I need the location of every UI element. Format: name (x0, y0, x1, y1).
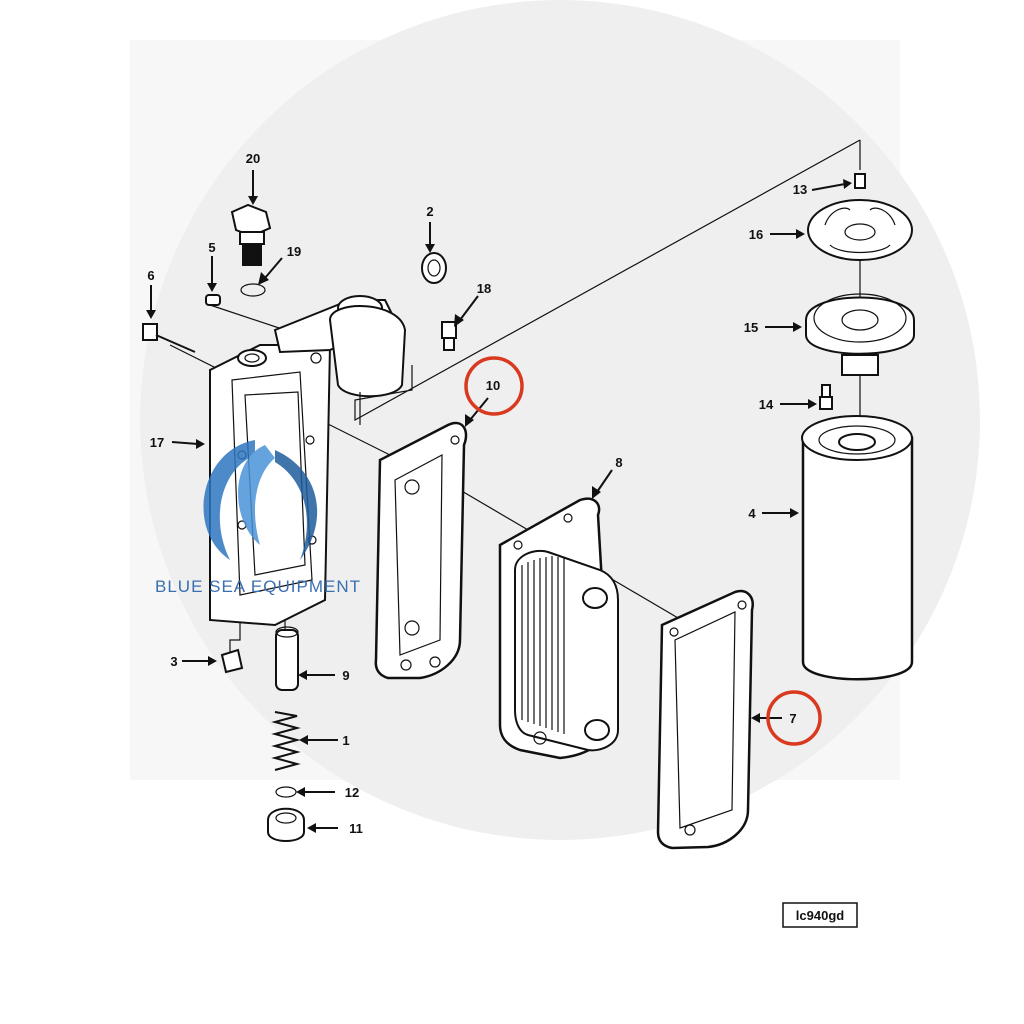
plug-3 (220, 648, 244, 674)
callout-18: 18 (477, 281, 491, 296)
filter-head (209, 295, 407, 627)
blue-sea-logo-icon (203, 440, 318, 560)
callout-10: 10 (486, 378, 500, 393)
callout-9: 9 (342, 668, 349, 683)
oil-cooler-8 (498, 497, 619, 760)
callout-4: 4 (748, 506, 756, 521)
callouts: 20 2 5 19 6 18 13 16 15 14 (146, 151, 852, 836)
callout-12: 12 (345, 785, 359, 800)
figure-code-box: lc940gd (782, 902, 858, 928)
o-ring-19 (240, 283, 266, 297)
brand-watermark-text: BLUE SEA EQUIPMENT (155, 577, 361, 596)
callout-2: 2 (426, 204, 433, 219)
cover-16 (807, 199, 913, 261)
callout-17: 17 (150, 435, 164, 450)
callout-16: 16 (749, 227, 763, 242)
hex-bolt (230, 203, 272, 266)
callout-11: 11 (349, 821, 363, 836)
background-watermark (140, 0, 980, 840)
fitting-18 (441, 321, 457, 351)
figure-code: lc940gd (796, 908, 844, 923)
callout-7: 7 (789, 711, 796, 726)
oil-filter-4 (801, 415, 914, 681)
cooler-plates (521, 556, 565, 734)
o-ring-12 (275, 786, 297, 798)
callout-15: 15 (744, 320, 758, 335)
highlight-circle-10 (464, 356, 524, 416)
callout-8: 8 (615, 455, 622, 470)
callout-13: 13 (793, 182, 807, 197)
callout-1: 1 (342, 733, 349, 748)
plug-11 (267, 807, 305, 842)
plug-5 (205, 294, 221, 306)
spring-1 (271, 711, 301, 771)
capscrew-6 (142, 323, 196, 353)
gasket-7 (656, 589, 754, 850)
plug-2 (421, 252, 447, 284)
callout-3: 3 (170, 654, 177, 669)
callout-5: 5 (208, 240, 215, 255)
callout-6: 6 (147, 268, 154, 283)
highlight-circle-7 (766, 690, 822, 746)
pin-13 (854, 173, 866, 189)
callout-20: 20 (246, 151, 260, 166)
adapter-15 (805, 293, 915, 376)
gasket-10 (374, 421, 468, 680)
piston-9 (275, 626, 299, 691)
callout-19: 19 (287, 244, 301, 259)
valve-14 (819, 384, 833, 410)
callout-14: 14 (759, 397, 774, 412)
